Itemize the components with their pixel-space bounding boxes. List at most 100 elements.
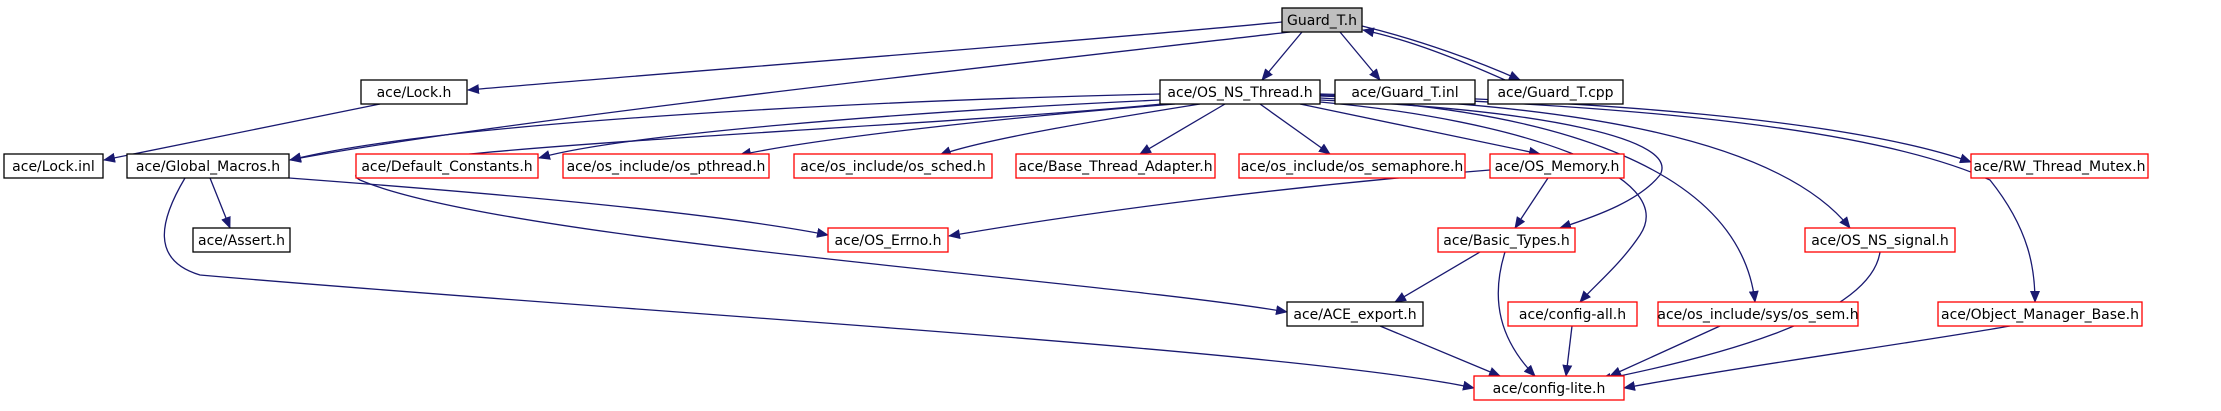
node-box bbox=[1015, 153, 1216, 179]
edge-arrow bbox=[1623, 325, 2011, 391]
edge-os-ns-thread-h-to-object-manager-base-h bbox=[1319, 94, 2040, 303]
edge-object-manager-base-h-to-config-lite-h bbox=[1623, 325, 2011, 391]
node-box bbox=[355, 153, 539, 179]
edge-arrow bbox=[948, 169, 1491, 240]
edge-config-all-h-to-config-lite-h bbox=[1562, 325, 1573, 377]
node-ace-export-h[interactable]: ace/ACE_export.h bbox=[1286, 301, 1424, 327]
node-box bbox=[1159, 79, 1321, 105]
node-lock-h[interactable]: ace/Lock.h bbox=[360, 79, 468, 105]
node-rw-thread-mutex-h[interactable]: ace/RW_Thread_Mutex.h bbox=[1970, 153, 2149, 179]
node-label: ace/OS_NS_Thread.h bbox=[1167, 85, 1312, 101]
node-label: ace/OS_Memory.h bbox=[1495, 159, 1620, 175]
node-label: ace/Basic_Types.h bbox=[1443, 233, 1569, 249]
edge-os-ns-thread-h-to-config-all-h bbox=[1319, 101, 1647, 303]
node-label: ace/Guard_T.cpp bbox=[1497, 85, 1613, 101]
node-label: ace/Guard_T.inl bbox=[1351, 85, 1458, 101]
edge-os-sem-h-to-config-lite-h bbox=[1609, 325, 1721, 377]
edge-arrow bbox=[1319, 97, 1759, 303]
node-global-macros-h[interactable]: ace/Global_Macros.h bbox=[126, 153, 290, 179]
node-label: ace/Assert.h bbox=[198, 233, 285, 249]
node-os-memory-h[interactable]: ace/OS_Memory.h bbox=[1489, 153, 1625, 179]
edge-basic-types-h-to-ace-export-h bbox=[1394, 251, 1481, 303]
node-box bbox=[1281, 7, 1363, 33]
node-box bbox=[1507, 301, 1638, 327]
node-config-lite-h[interactable]: ace/config-lite.h bbox=[1473, 375, 1625, 401]
node-label: ace/config-lite.h bbox=[1493, 381, 1606, 397]
edge-arrow bbox=[739, 103, 1176, 158]
edge-guard-t-cpp-to-guard-t-h bbox=[1362, 27, 1506, 81]
edge-global-macros-h-to-assert-h bbox=[209, 177, 231, 229]
node-label: ace/config-all.h bbox=[1519, 307, 1626, 323]
edge-guard-t-h-to-global-macros-h bbox=[289, 31, 1291, 163]
node-label: Guard_T.h bbox=[1287, 13, 1357, 29]
node-assert-h[interactable]: ace/Assert.h bbox=[192, 227, 291, 253]
node-label: ace/OS_NS_signal.h bbox=[1811, 233, 1949, 249]
node-os-errno-h[interactable]: ace/OS_Errno.h bbox=[827, 227, 949, 253]
edge-arrow bbox=[1139, 103, 1226, 155]
node-box bbox=[562, 153, 770, 179]
edge-arrow bbox=[1514, 177, 1549, 229]
edge-arrow bbox=[939, 103, 1201, 156]
edge-guard-t-h-to-lock-h bbox=[467, 21, 1283, 95]
edge-os-ns-thread-h-to-default-constants-h bbox=[538, 99, 1161, 160]
node-label: ace/Lock.h bbox=[377, 85, 452, 101]
edge-arrow bbox=[1394, 251, 1481, 303]
edge-arrow bbox=[1261, 31, 1303, 81]
edge-arrow bbox=[1362, 27, 1506, 81]
edge-arrow bbox=[1361, 25, 1521, 81]
edge-os-ns-thread-h-to-os-memory-h bbox=[1299, 103, 1541, 157]
node-box bbox=[1937, 301, 2143, 327]
node-box bbox=[1238, 153, 1466, 179]
node-base-thread-adapter-h[interactable]: ace/Base_Thread_Adapter.h bbox=[1015, 153, 1216, 179]
edge-guard-t-h-to-os-ns-thread-h bbox=[1261, 31, 1303, 81]
node-label: ace/Base_Thread_Adapter.h bbox=[1018, 159, 1212, 175]
node-box bbox=[1804, 227, 1956, 253]
node-object-manager-base-h[interactable]: ace/Object_Manager_Base.h bbox=[1937, 301, 2143, 327]
node-os-ns-signal-h[interactable]: ace/OS_NS_signal.h bbox=[1804, 227, 1956, 253]
edge-os-ns-thread-h-to-base-thread-adapter-h bbox=[1139, 103, 1226, 155]
edge-arrow bbox=[1259, 103, 1331, 155]
node-config-all-h[interactable]: ace/config-all.h bbox=[1507, 301, 1638, 327]
edge-os-ns-thread-h-to-os-pthread-h bbox=[739, 103, 1176, 158]
node-label: ace/ACE_export.h bbox=[1293, 307, 1416, 323]
node-os-ns-thread-h[interactable]: ace/OS_NS_Thread.h bbox=[1159, 79, 1321, 105]
node-label: ace/Lock.inl bbox=[12, 159, 95, 175]
node-os-pthread-h[interactable]: ace/os_include/os_pthread.h bbox=[562, 153, 770, 179]
edge-arrow bbox=[1299, 103, 1541, 157]
node-basic-types-h[interactable]: ace/Basic_Types.h bbox=[1437, 227, 1576, 253]
node-box bbox=[360, 79, 468, 105]
node-label: ace/os_include/os_semaphore.h bbox=[1241, 159, 1464, 175]
node-os-sem-h[interactable]: ace/os_include/sys/os_sem.h bbox=[1657, 301, 1859, 327]
node-box bbox=[1657, 301, 1859, 327]
node-box bbox=[1489, 153, 1625, 179]
node-lock-inl[interactable]: ace/Lock.inl bbox=[3, 153, 104, 179]
edge-arrow bbox=[289, 93, 1161, 163]
edges-layer bbox=[103, 21, 2040, 391]
node-box bbox=[1286, 301, 1424, 327]
edge-os-memory-h-to-basic-types-h bbox=[1514, 177, 1549, 229]
node-label: ace/Global_Macros.h bbox=[136, 159, 280, 175]
node-label: ace/os_include/os_pthread.h bbox=[567, 159, 766, 175]
node-os-sched-h[interactable]: ace/os_include/os_sched.h bbox=[793, 153, 993, 179]
edge-arrow bbox=[355, 103, 1288, 316]
edge-arrow bbox=[209, 177, 231, 229]
node-box bbox=[1473, 375, 1625, 401]
node-label: ace/Default_Constants.h bbox=[361, 159, 532, 175]
edge-arrow bbox=[1319, 101, 1647, 303]
edge-global-macros-h-to-config-lite-h bbox=[163, 177, 1475, 391]
node-guard-t-inl[interactable]: ace/Guard_T.inl bbox=[1334, 79, 1476, 105]
edge-arrow bbox=[289, 31, 1291, 163]
node-box bbox=[1437, 227, 1576, 253]
node-box bbox=[3, 153, 104, 179]
edge-arrow bbox=[538, 99, 1161, 160]
edge-guard-t-h-to-guard-t-cpp bbox=[1361, 25, 1521, 81]
node-box bbox=[1970, 153, 2149, 179]
edge-lock-h-to-lock-inl bbox=[103, 103, 381, 163]
edge-arrow bbox=[1319, 99, 1663, 230]
node-guard-t-cpp[interactable]: ace/Guard_T.cpp bbox=[1487, 79, 1624, 105]
edge-guard-t-h-to-guard-t-inl bbox=[1339, 31, 1381, 81]
edge-arrow bbox=[1497, 251, 1536, 377]
node-default-constants-h[interactable]: ace/Default_Constants.h bbox=[355, 153, 539, 179]
node-os-semaphore-h[interactable]: ace/os_include/os_semaphore.h bbox=[1238, 153, 1466, 179]
